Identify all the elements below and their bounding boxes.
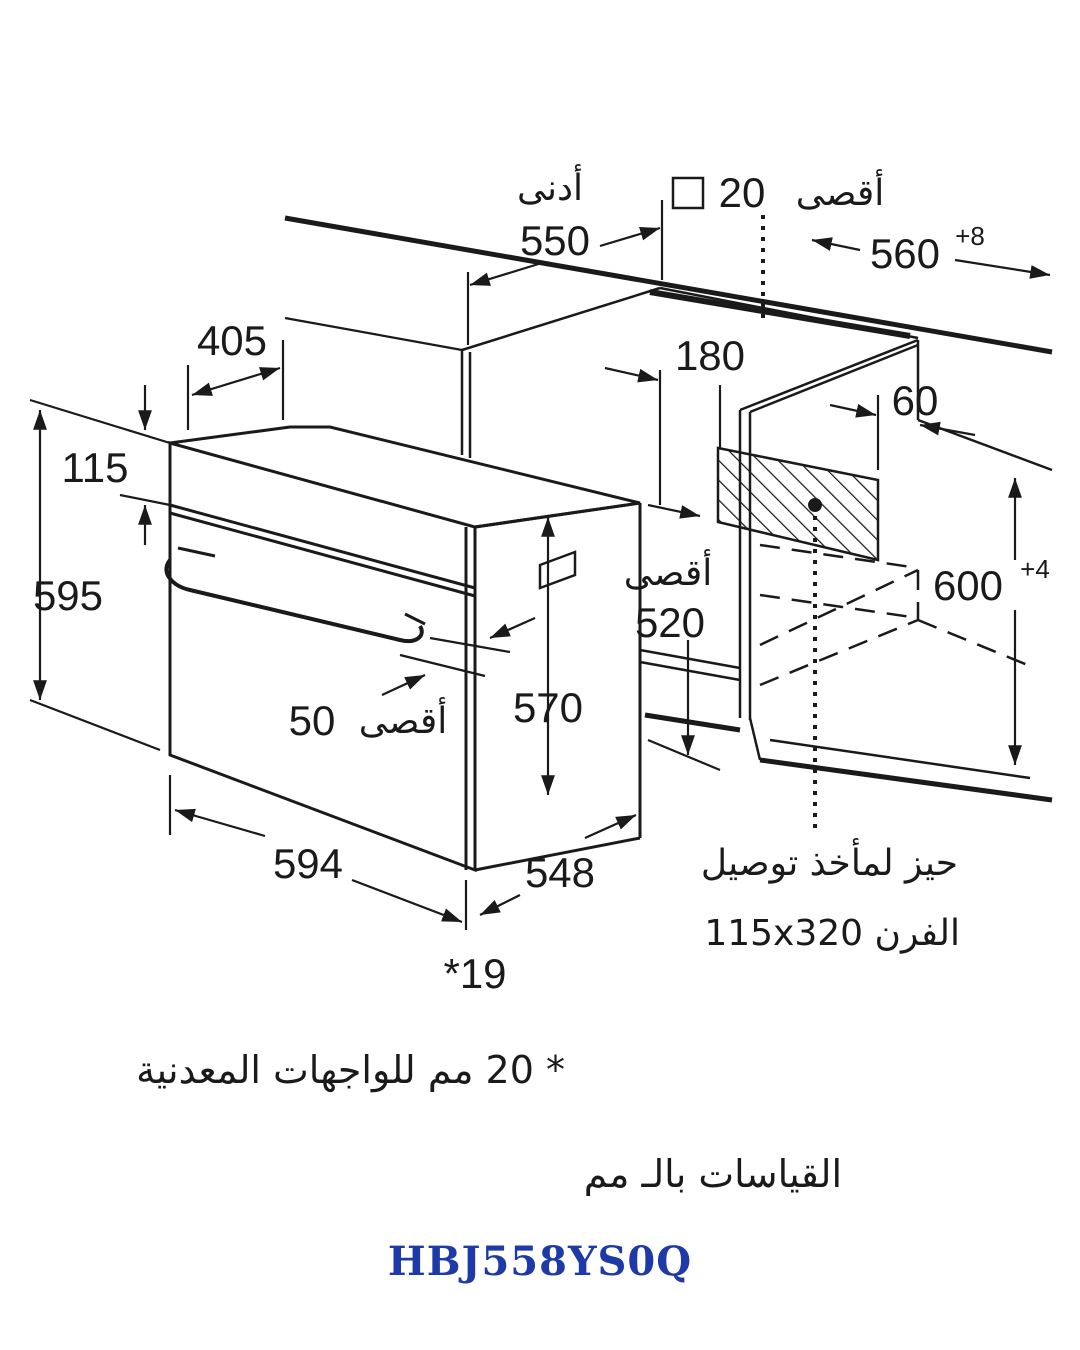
dim-19: *19 — [443, 950, 506, 997]
dim-20: 20 — [719, 169, 766, 216]
label-max-top: أقصى — [796, 169, 884, 214]
note-units: القياسات بالـ مم — [583, 1152, 842, 1196]
model-number: HBJ558YS0Q — [387, 1238, 693, 1285]
square-symbol-icon — [671, 176, 705, 210]
label-max-handle: أقصى — [359, 697, 447, 742]
dim-550: 550 — [520, 217, 590, 264]
dim-560: 560 — [870, 230, 940, 277]
oven-drawing — [164, 425, 642, 873]
dim-600: 600 — [933, 562, 1003, 609]
dim-180: 180 — [675, 332, 745, 379]
dim-594: 594 — [273, 840, 343, 887]
dim-600-tolerance: +4 — [1020, 554, 1050, 584]
label-min: أدنى — [517, 164, 583, 209]
label-socket-line2: الفرن 115x320 — [704, 913, 960, 954]
dimension-labels: أدنى 550 20 أقصى 560 +8 405 180 60 115 5… — [33, 164, 1050, 997]
dim-405: 405 — [197, 317, 267, 364]
label-socket-line1: حيز لمأخذ توصيل — [701, 838, 958, 884]
dim-570: 570 — [513, 684, 583, 731]
dim-560-tolerance: +8 — [955, 221, 985, 251]
dimension-lines — [29, 200, 1051, 930]
dim-595: 595 — [33, 572, 103, 619]
dim-115: 115 — [62, 444, 129, 491]
dim-520: 520 — [635, 599, 705, 646]
note-metal-fronts: * 20 مم للواجهات المعدنية — [136, 1048, 565, 1092]
dim-50: 50 — [289, 697, 336, 744]
label-max-mid: أقصى — [624, 549, 712, 594]
dim-548: 548 — [525, 849, 595, 896]
dim-60: 60 — [892, 377, 939, 424]
